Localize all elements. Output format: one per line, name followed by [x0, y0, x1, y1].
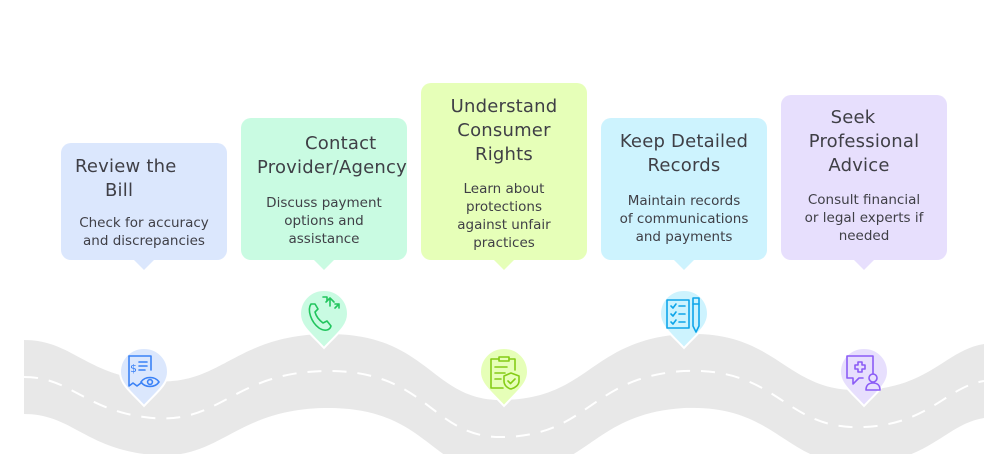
step-description: Consult financial or legal experts if ne… — [804, 192, 924, 244]
step-card-consumer-rights: Understand Consumer Rights Learn about p… — [421, 83, 587, 270]
step-marker-professional-advice — [837, 346, 891, 408]
checklist-pen-icon — [666, 297, 700, 333]
step-title: Seek Professional Advice — [808, 107, 920, 176]
step-card-detailed-records: Keep Detailed Records Maintain records o… — [601, 118, 767, 270]
step-marker-consumer-rights — [477, 346, 531, 408]
clipboard-shield-icon — [490, 356, 520, 390]
medical-consult-icon — [846, 355, 881, 391]
step-marker-detailed-records — [657, 288, 711, 350]
receipt-eye-icon: $ — [128, 355, 160, 388]
step-description: Check for accuracy and discrepancies — [79, 215, 209, 249]
step-title: Review the Bill — [75, 156, 177, 201]
phone-arrows-icon — [308, 296, 340, 331]
step-title: Keep Detailed Records — [619, 131, 749, 176]
step-marker-review-bill: $ — [117, 346, 171, 408]
step-title: Understand Consumer Rights — [450, 96, 558, 165]
step-card-contact-provider: Contact Provider/Agency Discuss payment … — [241, 118, 407, 270]
step-card-professional-advice: Seek Professional Advice Consult financi… — [781, 95, 947, 270]
step-description: Discuss payment options and assistance — [266, 195, 382, 247]
step-title: Contact Provider/Agency — [257, 133, 407, 178]
step-description: Maintain records of communications and p… — [619, 193, 749, 245]
road-center-line — [23, 369, 985, 439]
step-description: Learn about protections against unfair p… — [457, 181, 551, 251]
step-card-review-bill: Review the Bill Check for accuracy and d… — [61, 143, 227, 270]
road-body — [24, 333, 984, 454]
svg-text:$: $ — [130, 362, 137, 375]
step-marker-contact-provider — [297, 288, 351, 350]
